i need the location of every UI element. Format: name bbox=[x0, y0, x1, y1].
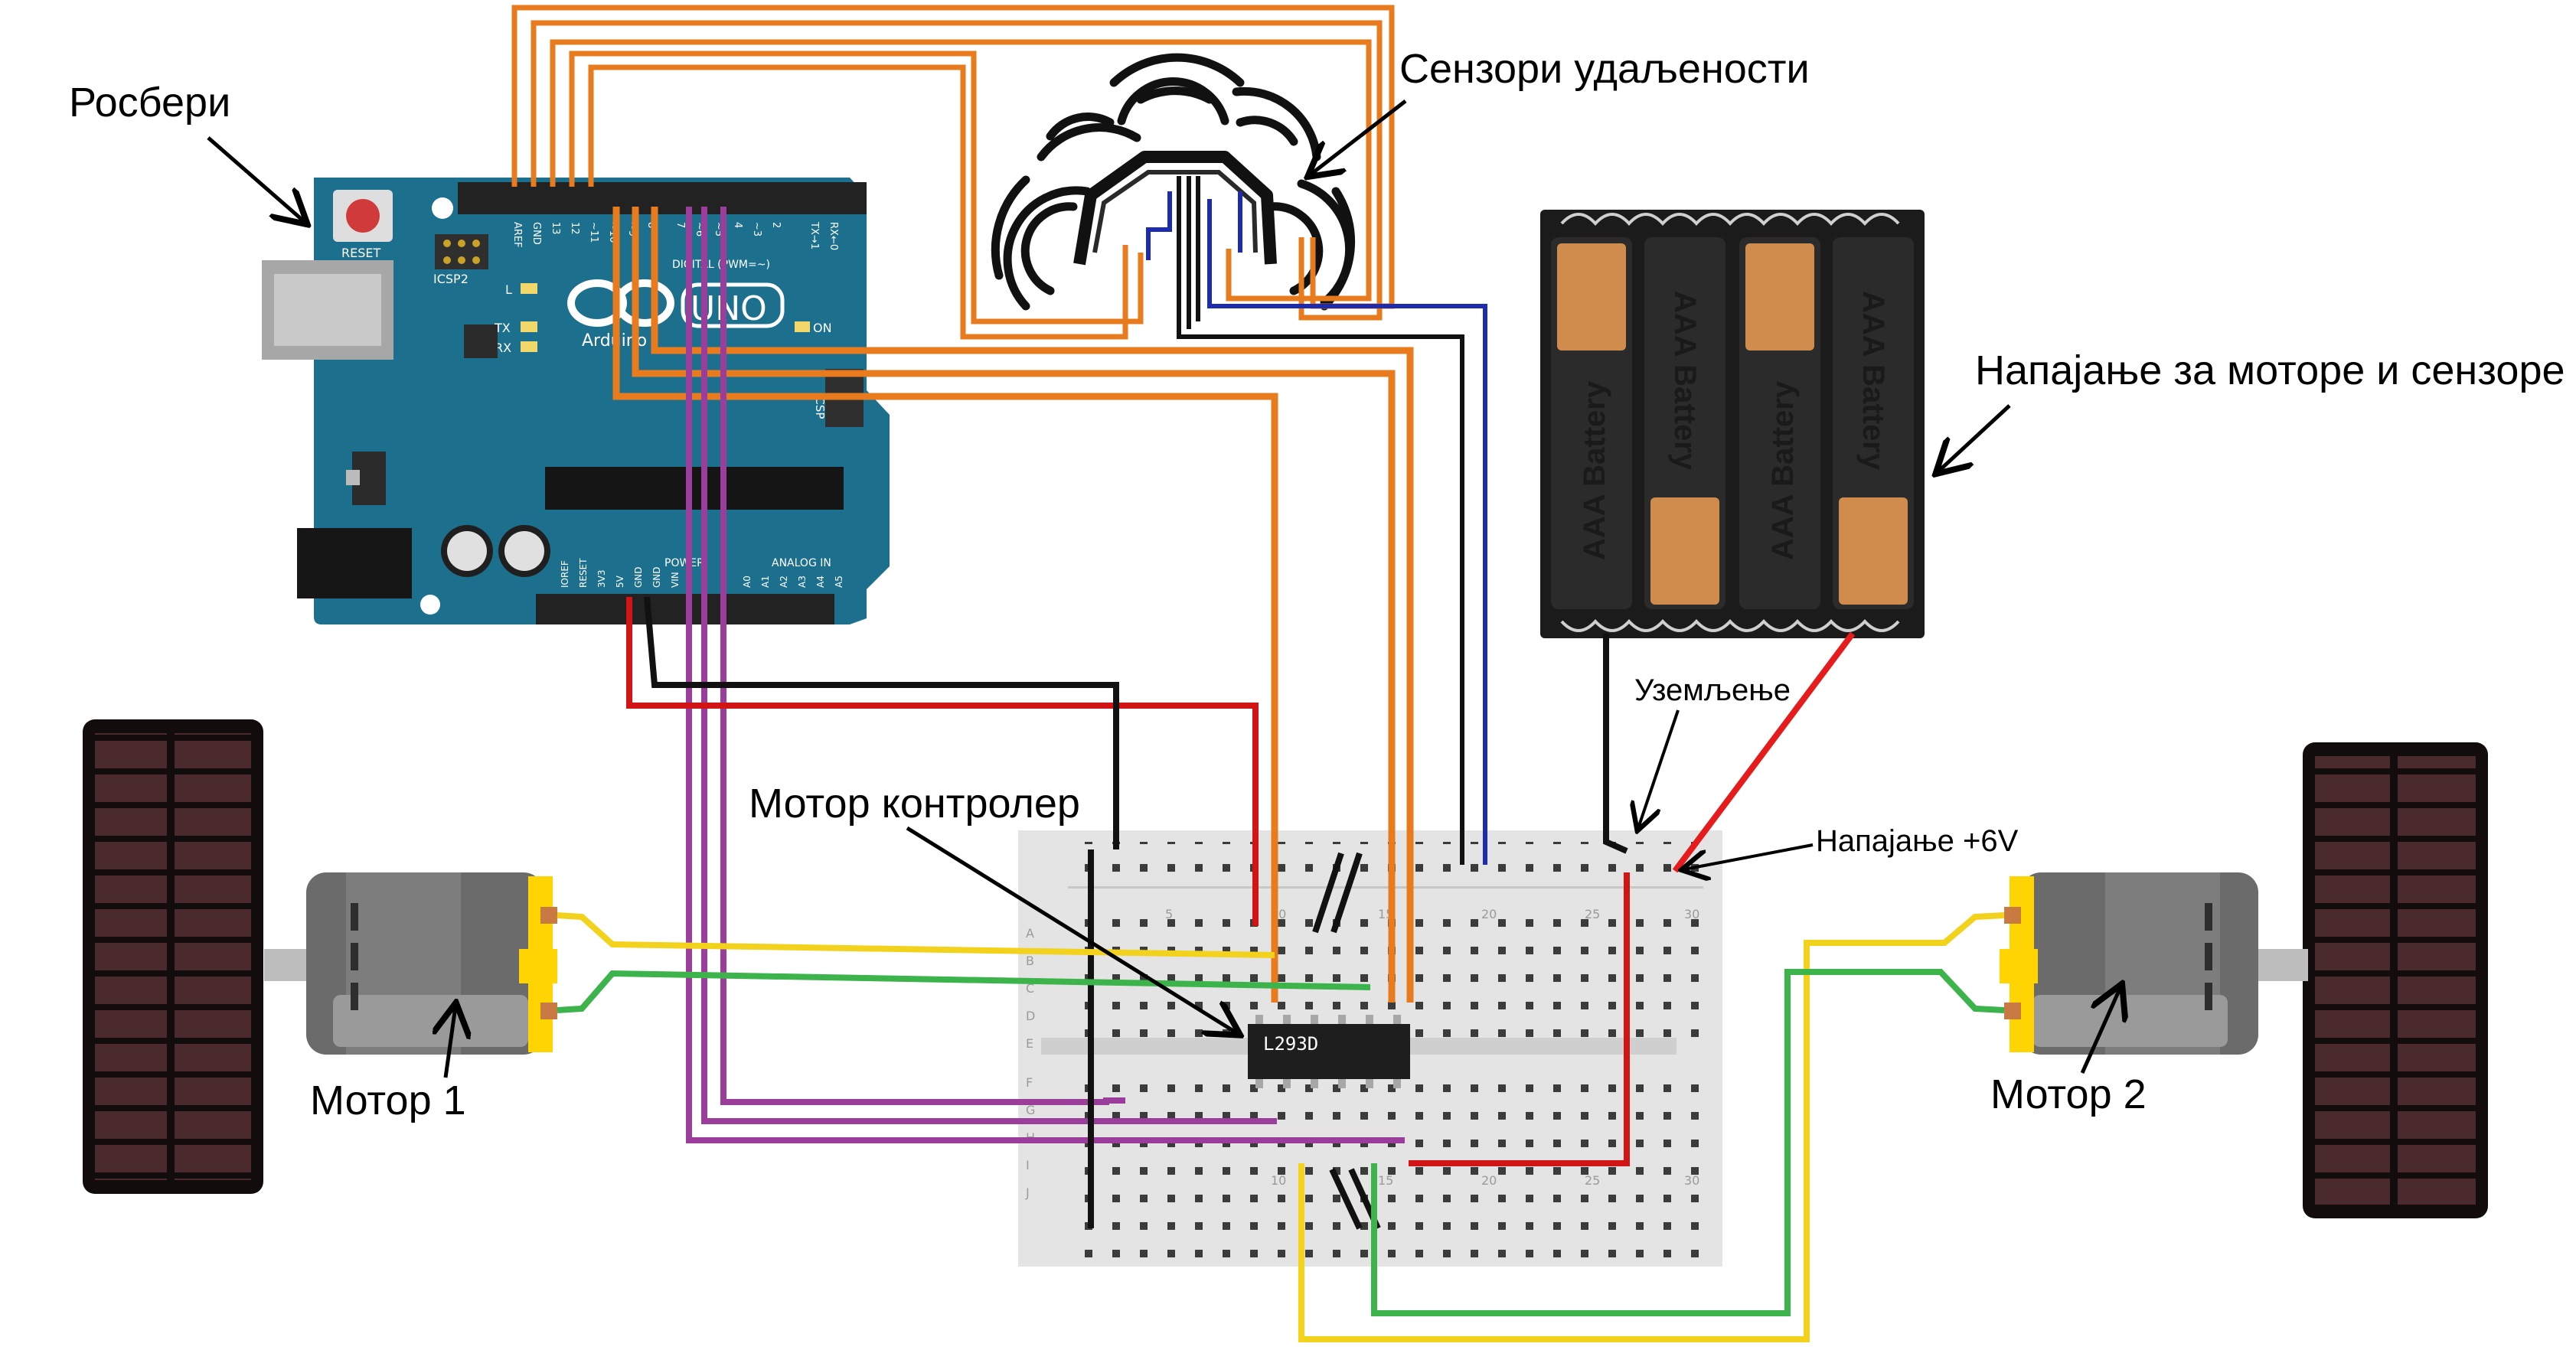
wires bbox=[511, 5, 2005, 1342]
column-number: 30 bbox=[1684, 1173, 1699, 1188]
wire-yellow-motor2 bbox=[1298, 912, 2005, 1342]
wire-red-rail bbox=[1409, 872, 1630, 1166]
pin-label: IOREF bbox=[560, 560, 570, 588]
pin-label: GND bbox=[633, 566, 644, 588]
pin-label: VIN bbox=[670, 572, 681, 588]
on-label: ON bbox=[813, 321, 832, 335]
power-supply-arrow bbox=[1938, 404, 2011, 471]
ground-arrow bbox=[1638, 709, 1680, 828]
pin-label: 3V3 bbox=[596, 570, 607, 588]
motor2-label: Мотор 2 bbox=[1990, 1071, 2147, 1117]
column-number: 30 bbox=[1684, 907, 1699, 921]
row-letter: J bbox=[1025, 1185, 1030, 1200]
analog-label: ANALOG IN bbox=[772, 557, 831, 569]
row-letter: I bbox=[1026, 1158, 1030, 1172]
wire-yellow-motor1 bbox=[557, 912, 1275, 958]
row-letter: D bbox=[1026, 1009, 1035, 1023]
sensors-arrow bbox=[1311, 99, 1407, 174]
icsp2-label: ICSP2 bbox=[433, 272, 469, 286]
battery-cell-label: AAA Battery bbox=[1856, 291, 1890, 471]
battery-cell-label: AAA Battery bbox=[1766, 380, 1800, 560]
pin-label: GND bbox=[651, 566, 662, 588]
motor-2 bbox=[2000, 872, 2308, 1055]
sensors-label: Сензори удаљености bbox=[1399, 46, 1810, 92]
wire-red-5v bbox=[626, 597, 1259, 926]
raspberry-arrow bbox=[207, 136, 305, 222]
pin-label: 5V bbox=[615, 575, 625, 588]
reset-label: RESET bbox=[341, 246, 380, 260]
wire-sensor-power bbox=[1146, 176, 1487, 865]
row-letter: C bbox=[1026, 981, 1034, 996]
pin-label: RX←0 bbox=[828, 222, 839, 250]
wire-orange-breadboard bbox=[612, 207, 1414, 1003]
column-number: 10 bbox=[1271, 1173, 1286, 1188]
pin-label: 13 bbox=[550, 222, 561, 235]
distance-sensors bbox=[991, 53, 1356, 311]
pin-label: GND bbox=[531, 222, 542, 245]
motor-controller-arrow bbox=[906, 826, 1237, 1033]
callouts: Росбери Сензори удаљености Напајање за м… bbox=[69, 46, 2565, 1123]
wire-battery-gnd bbox=[1603, 634, 1628, 854]
raspberry-label: Росбери bbox=[69, 80, 230, 126]
pin-label: RESET bbox=[578, 558, 589, 588]
motor-1 bbox=[264, 872, 557, 1055]
battery-pack: AAA Battery AAA Battery AAA Battery AAA … bbox=[1540, 210, 1925, 638]
pin-label: A3 bbox=[797, 576, 808, 588]
row-letter: E bbox=[1026, 1036, 1033, 1051]
power-label: POWER bbox=[664, 557, 704, 569]
led-l-label: L bbox=[505, 282, 512, 297]
wire-green-motor2 bbox=[1371, 969, 2005, 1316]
chip-label: L293D bbox=[1263, 1033, 1318, 1055]
wire-black-gnd bbox=[644, 596, 1119, 849]
column-number: 20 bbox=[1481, 1173, 1497, 1188]
pin-label: TX→1 bbox=[808, 221, 820, 249]
battery-cell-label: AAA Battery bbox=[1578, 380, 1611, 560]
row-letter: A bbox=[1026, 926, 1034, 941]
arduino-bottom-pin-labels: IOREF RESET 3V3 5V GND GND VIN A0 A1 A2 … bbox=[560, 558, 844, 588]
breadboard: 5 10 15 20 25 30 10 15 20 25 30 A B C D … bbox=[1018, 830, 1722, 1267]
wire-green-motor1 bbox=[557, 970, 1371, 1013]
pin-label: A5 bbox=[834, 576, 844, 588]
battery-cell-label: AAA Battery bbox=[1668, 291, 1702, 471]
led-tx-label: TX bbox=[494, 321, 511, 335]
column-number: 25 bbox=[1585, 907, 1600, 921]
plus6v-label: Напајање +6V bbox=[1816, 824, 2019, 858]
pin-label: 2 bbox=[770, 222, 782, 228]
row-letter: G bbox=[1026, 1103, 1035, 1117]
row-letter: F bbox=[1026, 1075, 1033, 1090]
motor1-label: Мотор 1 bbox=[310, 1078, 466, 1123]
pin-label: A0 bbox=[742, 576, 753, 588]
pin-label: 7 bbox=[674, 222, 686, 228]
pin-label: A1 bbox=[760, 576, 771, 588]
arduino-uno-board: RESET ICSP2 AREF GND 13 12 ~11 ~10 ~9 8 … bbox=[262, 178, 890, 624]
pin-label: 4 bbox=[732, 222, 743, 228]
pin-label: A4 bbox=[815, 576, 826, 588]
led-rx-label: RX bbox=[495, 341, 511, 355]
wheel-right bbox=[2303, 742, 2488, 1218]
motor-controller-label: Мотор контролер bbox=[749, 781, 1080, 827]
motor1-arrow bbox=[446, 1006, 455, 1078]
ground-label: Уземљење bbox=[1634, 673, 1791, 707]
row-letter: B bbox=[1026, 954, 1034, 968]
column-number: 5 bbox=[1165, 907, 1173, 921]
wire-battery-plus bbox=[1672, 631, 1856, 873]
pin-label: A2 bbox=[779, 576, 789, 588]
column-number: 20 bbox=[1481, 907, 1497, 921]
pin-label: ~11 bbox=[588, 222, 599, 243]
motor2-arrow bbox=[2080, 987, 2121, 1074]
plus6v-arrow bbox=[1684, 843, 1814, 869]
l293d-chip: L293D bbox=[1248, 1015, 1410, 1088]
wire-purple bbox=[686, 207, 1405, 1143]
wheel-left bbox=[83, 719, 263, 1194]
pin-label: 12 bbox=[569, 222, 580, 235]
pin-label: AREF bbox=[511, 222, 523, 248]
column-number: 15 bbox=[1378, 1173, 1393, 1188]
pin-label: ~3 bbox=[751, 222, 762, 236]
power-supply-label: Напајање за моторе и сензоре bbox=[1975, 347, 2565, 393]
column-number: 25 bbox=[1585, 1173, 1600, 1188]
